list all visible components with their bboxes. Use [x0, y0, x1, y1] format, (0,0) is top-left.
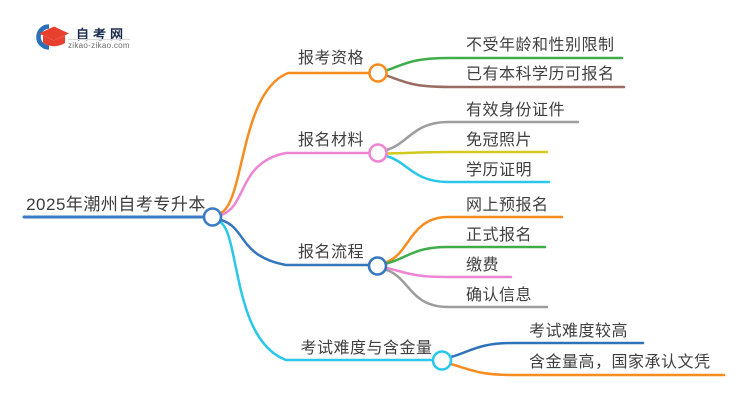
leaf-label-age-gender[interactable]: 不受年龄和性别限制: [466, 37, 615, 54]
leaf-label-difficulty[interactable]: 考试难度较高: [529, 323, 629, 340]
leaf-label-formal-register[interactable]: 正式报名: [466, 227, 533, 244]
leaf-label-value[interactable]: 含金量高，国家承认文凭: [529, 354, 711, 371]
branch-node-circle-2[interactable]: [368, 143, 388, 163]
leaf-line-age-gender: [385, 56, 624, 72]
branch-label-nandu-hanjinliang[interactable]: 考试难度与含金量: [300, 340, 433, 357]
leaf-line-photo: [385, 150, 549, 155]
logo-divider: [68, 39, 130, 40]
branch-line-baoming-cailiao: [219, 151, 371, 217]
leaf-label-id-card[interactable]: 有效身份证件: [466, 102, 566, 119]
branch-label-baoming-liucheng[interactable]: 报名流程: [297, 244, 364, 261]
leaf-line-diploma: [385, 154, 551, 184]
leaf-line-confirm-info: [385, 268, 549, 309]
branch-line-baoming-liucheng: [219, 218, 371, 267]
logo-graduation-cap-icon: [36, 24, 69, 50]
leaf-label-benke-baoming[interactable]: 已有本科学历可报名: [466, 66, 615, 83]
logo-url: zikao-zikao.com: [68, 41, 130, 50]
branch-line-baokao-zige: [219, 71, 371, 215]
leaf-label-confirm-info[interactable]: 确认信息: [466, 287, 533, 304]
branch-label-baoming-cailiao[interactable]: 报名材料: [297, 132, 364, 149]
root-node-circle[interactable]: [202, 207, 223, 227]
leaf-line-difficulty: [449, 341, 645, 359]
branch-node-circle-1[interactable]: [368, 63, 388, 83]
leaf-label-diploma[interactable]: 学历证明: [466, 162, 533, 179]
leaf-label-pay[interactable]: 缴费: [466, 257, 500, 274]
leaf-line-id-card: [385, 120, 580, 152]
branch-node-circle-4[interactable]: [431, 350, 453, 371]
leaf-line-value: [449, 362, 726, 377]
logo-title: 自考网: [76, 27, 128, 42]
leaf-line-pre-register: [385, 215, 564, 264]
leaf-line-benke-baoming: [385, 74, 626, 89]
branch-label-baokao-zige[interactable]: 报考资格: [297, 50, 364, 67]
root-node-label[interactable]: 2025年潮州自考专升本: [26, 195, 206, 214]
logo[interactable]: 自考网 zikao-zikao.com: [30, 20, 140, 52]
leaf-line-formal-register: [385, 245, 547, 265]
leaf-line-pay: [385, 266, 513, 279]
leaf-label-pre-register[interactable]: 网上预报名: [466, 197, 549, 214]
branch-line-nandu-hanjinliang: [218, 220, 435, 362]
branch-node-circle-3[interactable]: [367, 256, 388, 276]
leaf-label-photo[interactable]: 免冠照片: [466, 132, 533, 149]
